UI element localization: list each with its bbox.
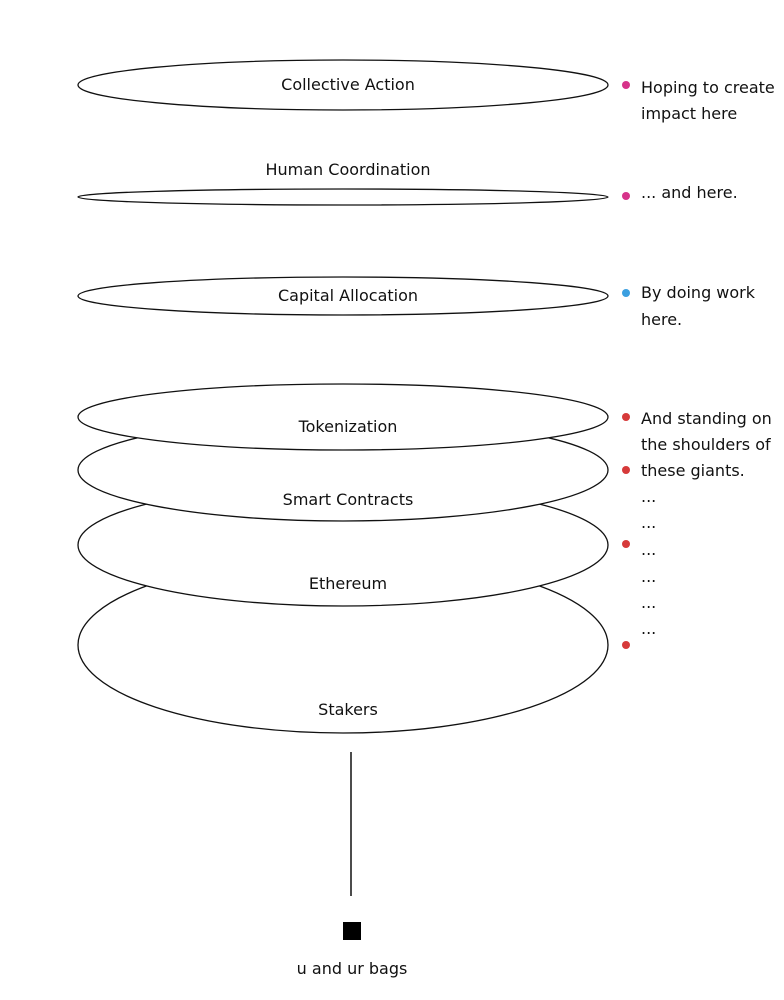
- note-ellipsis-6: ...: [641, 619, 656, 638]
- note-ellipsis-3: ...: [641, 540, 656, 559]
- bullet-collective-action-icon: [622, 81, 630, 89]
- note-giants-line-1: And standing on: [641, 409, 772, 428]
- note-capital-allocation-line-2: here.: [641, 310, 682, 329]
- bullet-capital-allocation-icon: [622, 289, 630, 297]
- smart-contracts-label: Smart Contracts: [283, 490, 414, 509]
- bullet-stakers-icon: [622, 641, 630, 649]
- note-giants-line-3: these giants.: [641, 461, 745, 480]
- bullet-tokenization-icon: [622, 413, 630, 421]
- ethereum-label: Ethereum: [309, 574, 387, 593]
- note-capital-allocation-line-1: By doing work: [641, 283, 756, 302]
- bullet-smart-contracts-icon: [622, 466, 630, 474]
- human-coordination-ellipse: [77, 188, 609, 206]
- note-collective-action-line-1: Hoping to create: [641, 78, 775, 97]
- bullet-human-coordination-icon: [622, 192, 630, 200]
- note-human-coordination: ... and here.: [641, 183, 738, 202]
- note-ellipsis-2: ...: [641, 513, 656, 532]
- note-ellipsis-1: ...: [641, 487, 656, 506]
- note-ellipsis-4: ...: [641, 567, 656, 586]
- note-collective-action-line-2: impact here: [641, 104, 737, 123]
- note-giants-line-2: the shoulders of: [641, 435, 771, 454]
- capital-allocation-label: Capital Allocation: [278, 286, 418, 305]
- tokenization-ellipse: [77, 383, 609, 451]
- capital-allocation-ellipse: [77, 276, 609, 316]
- human-coordination-label: Human Coordination: [265, 160, 430, 179]
- stakers-label: Stakers: [318, 700, 378, 719]
- collective-action-label: Collective Action: [281, 75, 415, 94]
- note-ellipsis-5: ...: [641, 593, 656, 612]
- owner-label: u and ur bags: [297, 959, 408, 978]
- bullet-ethereum-icon: [622, 540, 630, 548]
- owner-square-icon: [343, 922, 361, 940]
- collective-action-ellipse: [77, 59, 609, 111]
- tokenization-label: Tokenization: [298, 417, 398, 436]
